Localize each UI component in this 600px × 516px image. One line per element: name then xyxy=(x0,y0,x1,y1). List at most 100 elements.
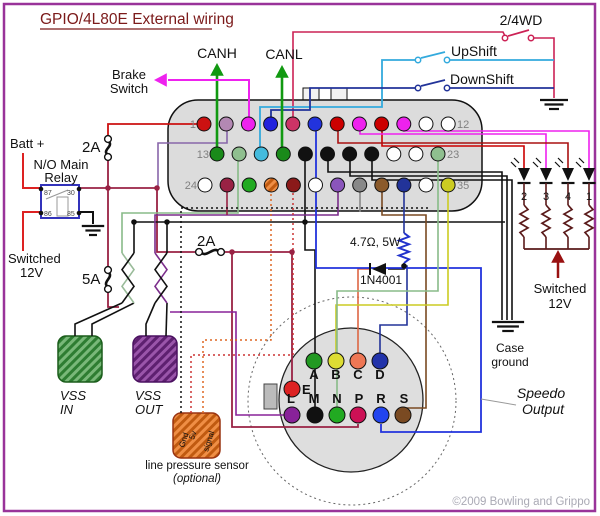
label: Switch xyxy=(110,81,148,96)
label: N xyxy=(332,391,341,406)
label: 30 xyxy=(67,190,75,197)
relay-terminal xyxy=(76,210,82,216)
vss-in-box xyxy=(57,335,103,383)
label: C xyxy=(353,367,363,382)
label: line pressure sensor xyxy=(145,460,249,472)
label: Batt + xyxy=(10,136,44,151)
wire xyxy=(259,59,415,154)
wire-junction xyxy=(131,219,137,225)
switch-contact xyxy=(414,84,422,92)
led-symbol xyxy=(583,168,595,181)
wire xyxy=(225,251,293,381)
copyright-text: ©2009 Bowling and Grippo xyxy=(452,496,590,508)
speedo-pin-S xyxy=(394,406,412,424)
line-pressure-sensor-box xyxy=(172,412,221,459)
connector-pin xyxy=(329,116,345,132)
led-symbol xyxy=(562,168,574,181)
speedo-pin-P xyxy=(349,406,367,424)
wire-junction xyxy=(289,249,295,255)
wire xyxy=(107,123,204,136)
label: Gnd xyxy=(177,431,190,448)
arrow-head xyxy=(154,73,167,87)
label: UpShift xyxy=(451,43,497,59)
label: 12V xyxy=(548,296,571,311)
label: 4.7Ω, 5W xyxy=(350,235,401,249)
connector-pin xyxy=(430,146,446,162)
fuse-terminal xyxy=(103,284,113,294)
wire-junction xyxy=(164,219,170,225)
connector-pin xyxy=(374,116,390,132)
label: A xyxy=(309,367,319,382)
wire xyxy=(154,192,339,253)
label: Output xyxy=(522,401,565,417)
fuse-element xyxy=(104,139,112,157)
connector-pin xyxy=(396,116,412,132)
arrow-head xyxy=(210,63,224,76)
connector-pin xyxy=(240,116,256,132)
label: Switched xyxy=(534,281,587,296)
label: 13 xyxy=(197,149,209,161)
speedo-pin-R xyxy=(372,406,390,424)
power-resistor xyxy=(396,232,412,264)
label: M xyxy=(309,391,320,406)
vss-out-box xyxy=(132,335,178,383)
fuse-terminal xyxy=(103,134,113,144)
label: VSS xyxy=(60,388,86,403)
switch-lever xyxy=(507,29,530,37)
wire-junction xyxy=(105,185,111,191)
connector-pin xyxy=(219,177,235,193)
label: 35 xyxy=(457,180,469,192)
label: 5v xyxy=(187,430,198,441)
wire xyxy=(157,124,228,187)
connector-pin xyxy=(196,116,212,132)
led-emission-arrow xyxy=(554,161,561,168)
switch-contact xyxy=(501,34,509,42)
label: Relay xyxy=(44,170,78,185)
wire xyxy=(335,192,449,353)
connector-pin xyxy=(364,146,380,162)
label: 12 xyxy=(457,119,469,131)
connector-pin xyxy=(342,146,358,162)
label: 4 xyxy=(565,191,571,203)
switch-lever xyxy=(420,79,446,87)
label: L xyxy=(287,391,295,406)
wire-junction xyxy=(302,219,308,225)
wire xyxy=(74,302,123,336)
label: Case xyxy=(496,341,524,355)
label: 1N4001 xyxy=(360,273,402,287)
led-emission-arrow xyxy=(513,157,520,164)
wire xyxy=(107,292,119,308)
label: CANL xyxy=(265,46,303,62)
connector-pin xyxy=(307,116,323,132)
wire xyxy=(337,124,569,168)
wire xyxy=(22,211,41,251)
relay-terminal xyxy=(38,186,44,192)
wire xyxy=(349,154,508,320)
led-emission-arrow xyxy=(557,157,564,164)
connector-pin xyxy=(418,116,434,132)
wire-junction xyxy=(229,249,235,255)
connector-pin xyxy=(285,116,301,132)
connector-pin xyxy=(231,146,247,162)
wire xyxy=(357,268,371,353)
led-emission-arrow xyxy=(532,161,539,168)
label: N/O Main xyxy=(34,157,89,172)
wire xyxy=(480,398,517,406)
label: 86 xyxy=(44,211,52,218)
label: IN xyxy=(60,402,74,417)
label: Brake xyxy=(112,67,146,82)
label: R xyxy=(376,391,386,406)
fuse-terminal xyxy=(103,265,113,275)
connector-pin xyxy=(218,116,234,132)
fuse-terminal xyxy=(103,152,113,162)
wire xyxy=(180,207,430,413)
wire xyxy=(170,311,284,416)
page-title: GPIO/4L80E External wiring xyxy=(40,11,234,28)
label: P xyxy=(355,391,364,406)
connector-pin xyxy=(396,177,412,193)
label: 2/4WD xyxy=(500,12,543,28)
switch-contact xyxy=(527,34,535,42)
led-emission-arrow xyxy=(535,157,542,164)
